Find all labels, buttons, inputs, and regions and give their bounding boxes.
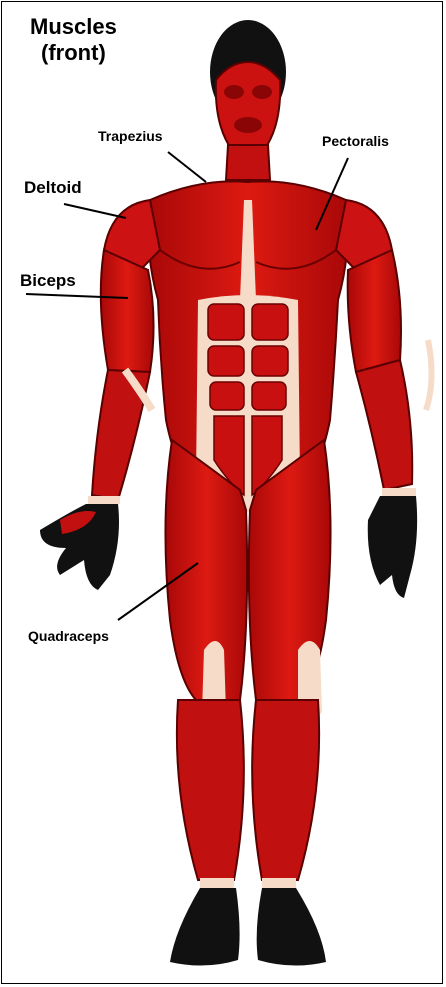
left-wrist-tendon (88, 496, 120, 504)
label-biceps: Biceps (20, 271, 76, 291)
label-deltoid: Deltoid (24, 178, 82, 198)
right-forearm (356, 360, 412, 490)
label-trapezius: Trapezius (98, 128, 163, 144)
face (216, 62, 280, 158)
label-pectoralis: Pectoralis (322, 133, 389, 149)
right-hand (368, 496, 417, 598)
left-shin (177, 700, 244, 880)
deltoid-leader (64, 204, 126, 218)
right-wrist-tendon (382, 488, 416, 496)
trapezius-leader (168, 152, 206, 182)
right-elbow-tendon (426, 340, 432, 410)
label-quadraceps: Quadraceps (28, 628, 109, 644)
left-ankle-tendon (200, 878, 234, 888)
right-shin (252, 700, 319, 880)
right-eye-muscle (252, 85, 272, 99)
right-upper-arm (348, 250, 401, 372)
right-ankle-tendon (262, 878, 296, 888)
left-upper-arm (101, 250, 154, 372)
mouth-muscle (234, 117, 262, 133)
neck (226, 145, 270, 180)
left-foot (170, 888, 240, 966)
right-foot (257, 888, 326, 966)
left-eye-muscle (224, 85, 244, 99)
